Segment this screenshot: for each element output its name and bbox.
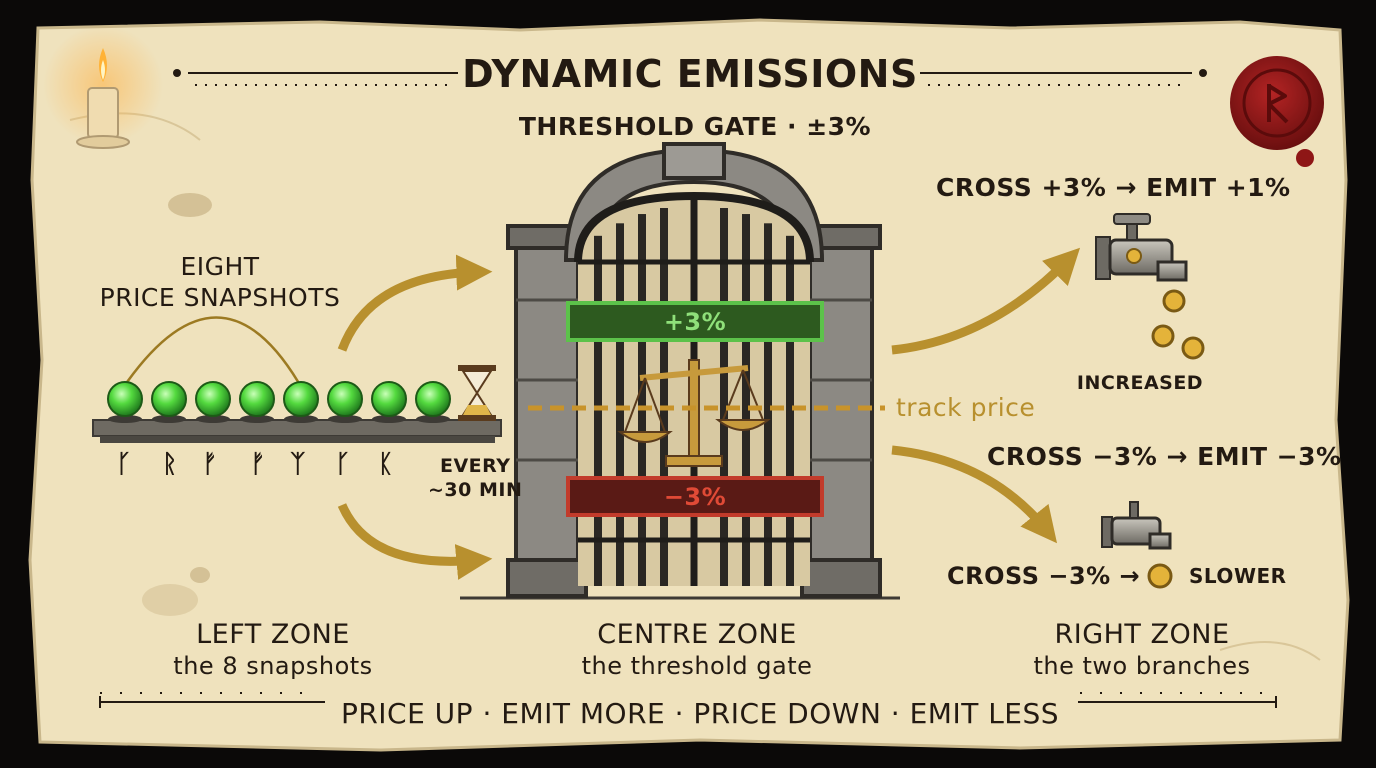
- lower-threshold-box: [566, 476, 824, 517]
- decrease-rule-short-label: CROSS −3% →: [947, 562, 1141, 590]
- snapshot-span-arc: [123, 316, 302, 386]
- track-price-label: track price: [896, 393, 1036, 422]
- snapshots-label-line2: PRICE SNAPSHOTS: [99, 283, 341, 312]
- snapshot-orb: [371, 381, 407, 417]
- title-rule-right: [920, 69, 1207, 86]
- hourglass-icon: [458, 365, 496, 421]
- rune-glyph: ᚱ: [162, 449, 178, 478]
- orb-shadow: [372, 415, 406, 423]
- snapshot-orb: [283, 381, 319, 417]
- rune-glyph: ᛉ: [290, 449, 306, 478]
- rune-glyph: ᚴ: [335, 449, 351, 478]
- gate-bar: [616, 223, 624, 586]
- gate-bar: [720, 208, 728, 586]
- orb-shadow: [196, 415, 230, 423]
- page-title: DYNAMIC EMISSIONS: [462, 52, 918, 96]
- faucet-icon-slower: [1101, 501, 1172, 550]
- coin-icon-slower: [1147, 563, 1173, 589]
- orb-shadow: [284, 415, 318, 423]
- page-subtitle: THRESHOLD GATE · ±3%: [518, 112, 872, 141]
- wax-seal-icon: [1230, 56, 1324, 167]
- rune-glyph: ᚴ: [116, 449, 132, 478]
- orb-shadow: [416, 415, 450, 423]
- coin-icons-increased: [1151, 289, 1205, 360]
- gate-bar: [764, 223, 772, 586]
- rune-glyph: ᚠ: [202, 449, 218, 478]
- gate-bar: [660, 208, 668, 586]
- right-zone-subtitle: the two branches: [1033, 652, 1251, 680]
- arrow-snapshots-to-gate-upper: [337, 254, 493, 352]
- decrease-rule-label: CROSS −3% → EMIT −3%: [987, 442, 1342, 471]
- lower-threshold-label: −3%: [663, 483, 727, 511]
- rune-glyph: ᚠ: [250, 449, 266, 478]
- footer-rule-left: [99, 692, 325, 708]
- title-rule-left: [173, 69, 458, 86]
- snapshot-orb: [239, 381, 275, 417]
- footer-rule-right: [1078, 692, 1277, 708]
- right-zone-title: RIGHT ZONE: [1054, 619, 1230, 650]
- gate-bar: [786, 235, 794, 587]
- snapshot-orb: [415, 381, 451, 417]
- arrow-gate-to-increase: [891, 247, 1081, 355]
- snapshot-orb: [327, 381, 363, 417]
- footer-tagline: PRICE UP · EMIT MORE · PRICE DOWN · EMIT…: [340, 697, 1060, 730]
- orb-shadow: [108, 415, 142, 423]
- faucet-icon-increased: [1095, 213, 1188, 282]
- orb-shadow: [240, 415, 274, 423]
- gate-bar: [594, 235, 602, 587]
- snapshot-orb: [195, 381, 231, 417]
- snapshot-shelf: [92, 419, 502, 443]
- upper-threshold-box: [566, 301, 824, 342]
- interval-line1: EVERY: [440, 455, 511, 477]
- gate-bar: [742, 214, 750, 587]
- snapshot-orb: [107, 381, 143, 417]
- decrease-result-label: SLOWER: [1189, 564, 1287, 588]
- centre-zone-title: CENTRE ZONE: [597, 619, 797, 650]
- increase-rule-label: CROSS +3% → EMIT +1%: [936, 173, 1291, 202]
- rune-glyph: ᛕ: [378, 449, 394, 478]
- candle-icon: [43, 25, 163, 149]
- interval-line2: ~30 MIN: [428, 479, 523, 501]
- snapshot-orb: [151, 381, 187, 417]
- snapshot-orbs: [107, 381, 451, 423]
- snapshots-label-line1: EIGHT: [180, 252, 260, 281]
- orb-shadow: [152, 415, 186, 423]
- centre-zone-subtitle: the threshold gate: [581, 652, 813, 680]
- arrow-snapshots-to-gate-lower: [337, 503, 493, 580]
- gate-bars: [594, 208, 794, 587]
- left-zone-subtitle: the 8 snapshots: [173, 652, 373, 680]
- upper-threshold-label: +3%: [663, 308, 727, 336]
- left-zone-title: LEFT ZONE: [196, 619, 350, 650]
- orb-shadow: [328, 415, 362, 423]
- arrow-gate-to-decrease: [891, 445, 1058, 544]
- gate-bar: [638, 214, 646, 587]
- increase-result-label: INCREASED: [1076, 372, 1204, 394]
